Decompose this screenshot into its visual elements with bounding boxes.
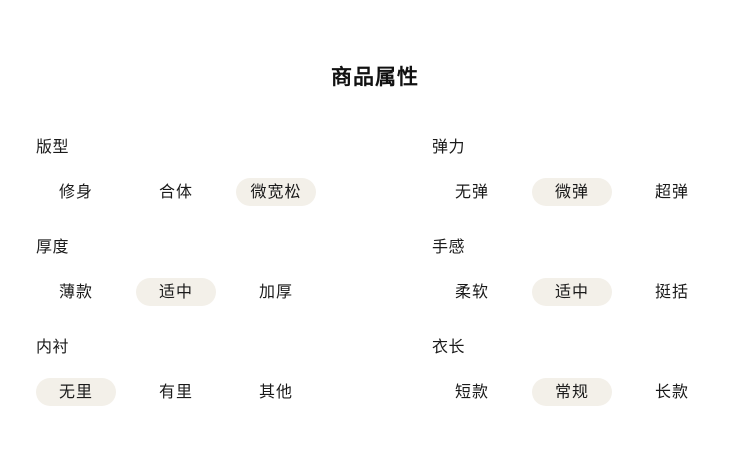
- attribute-option-selected[interactable]: 适中: [136, 278, 216, 306]
- attribute-option[interactable]: 短款: [454, 382, 489, 401]
- attribute-grid: 版型 修身 合体 微宽松 弹力 无弹 微弹 超弹 厚度 薄款 适中 加厚: [0, 136, 750, 436]
- attribute-option[interactable]: 修身: [58, 182, 93, 201]
- attribute-option[interactable]: 加厚: [258, 282, 293, 301]
- attribute-group-5: 衣长 短款 常规 长款: [396, 336, 750, 436]
- attribute-option-selected[interactable]: 适中: [532, 278, 612, 306]
- attribute-option[interactable]: 超弹: [654, 182, 689, 201]
- attribute-group-label: 厚度: [36, 237, 70, 256]
- attribute-group-label: 手感: [432, 237, 466, 256]
- attribute-group-4: 内衬 无里 有里 其他: [0, 336, 396, 436]
- attribute-group-2: 厚度 薄款 适中 加厚: [0, 236, 396, 336]
- attribute-option-selected[interactable]: 微宽松: [236, 178, 316, 206]
- attribute-option-selected[interactable]: 常规: [532, 378, 612, 406]
- attribute-option-selected[interactable]: 无里: [36, 378, 116, 406]
- attribute-option-row: 无弹 微弹 超弹: [432, 178, 750, 206]
- attribute-option-row: 短款 常规 长款: [432, 378, 750, 406]
- attribute-option-row: 柔软 适中 挺括: [432, 278, 750, 306]
- attribute-option-row: 无里 有里 其他: [36, 378, 396, 406]
- attribute-option[interactable]: 其他: [258, 382, 293, 401]
- attribute-option[interactable]: 薄款: [58, 282, 93, 301]
- attribute-option[interactable]: 合体: [158, 182, 193, 201]
- attribute-group-1: 弹力 无弹 微弹 超弹: [396, 136, 750, 236]
- attribute-group-label: 内衬: [36, 337, 70, 356]
- attribute-group-label: 版型: [36, 137, 70, 156]
- attribute-group-label: 弹力: [432, 137, 466, 156]
- attribute-option-row: 薄款 适中 加厚: [36, 278, 396, 306]
- attribute-option[interactable]: 无弹: [454, 182, 489, 201]
- attribute-option-selected[interactable]: 微弹: [532, 178, 612, 206]
- attribute-option-row: 修身 合体 微宽松: [36, 178, 396, 206]
- attribute-option[interactable]: 挺括: [654, 282, 689, 301]
- attribute-option[interactable]: 长款: [654, 382, 689, 401]
- attribute-group-label: 衣长: [432, 337, 466, 356]
- attribute-option[interactable]: 有里: [158, 382, 193, 401]
- page-title: 商品属性: [331, 65, 419, 89]
- attribute-group-3: 手感 柔软 适中 挺括: [396, 236, 750, 336]
- attribute-group-0: 版型 修身 合体 微宽松: [0, 136, 396, 236]
- attribute-option[interactable]: 柔软: [454, 282, 489, 301]
